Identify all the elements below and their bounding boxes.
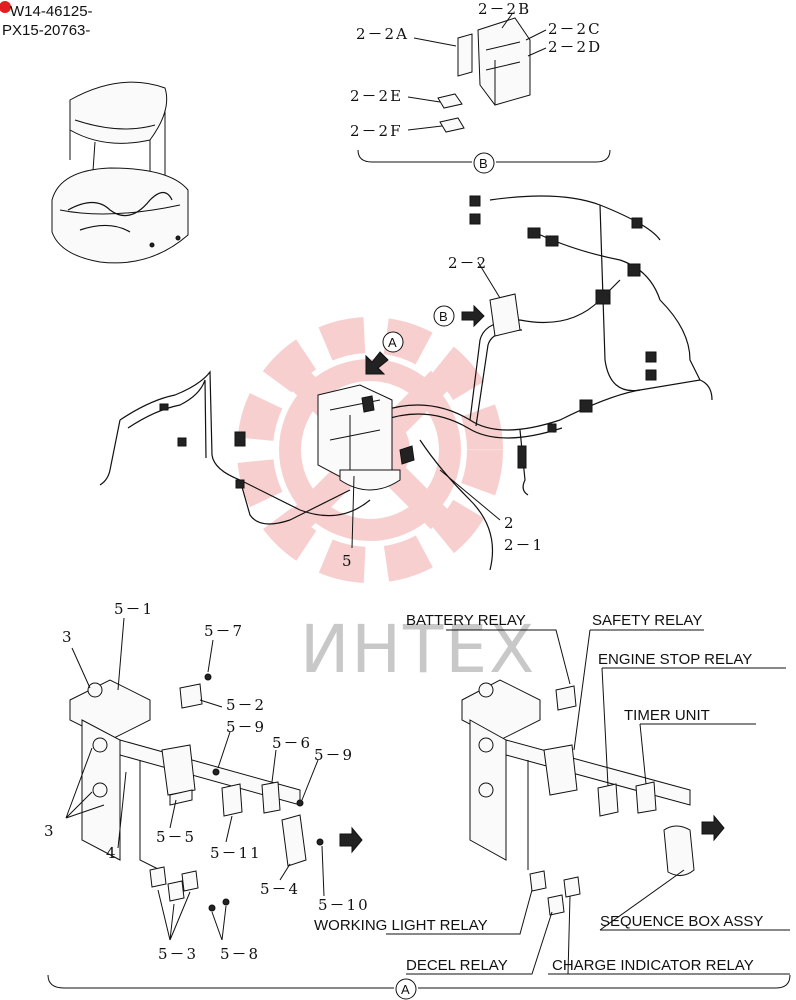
callout-5-7: 5－7	[204, 622, 244, 640]
circle-b-upper-label: B	[479, 156, 488, 171]
callout-4: 4	[106, 844, 118, 862]
callout-2-2c: 2－2C	[548, 20, 602, 38]
callout-5-2: 5－2	[226, 696, 266, 714]
leader-5-11	[225, 815, 233, 843]
circle-b-arrow-label: B	[439, 309, 448, 324]
leader-battery	[446, 629, 571, 685]
battery-relay-label: BATTERY RELAY	[406, 612, 526, 629]
leader-2-2f	[407, 125, 443, 131]
working-light-relay-label: WORKING LIGHT RELAY	[314, 917, 488, 934]
timer-unit-label: TIMER UNIT	[624, 707, 710, 724]
callout-2-2e: 2－2E	[350, 87, 403, 105]
serial-1: W14-46125-	[10, 3, 93, 20]
callout-5-1: 5－1	[114, 600, 154, 618]
circle-a-bottom	[395, 978, 417, 1000]
leader-5-4	[279, 863, 291, 881]
callout-3-left: 3	[44, 822, 56, 840]
leader-2-2d	[527, 47, 547, 57]
arrow-right-detail-icon	[701, 814, 725, 842]
leader-2-2e	[407, 96, 441, 103]
bracket-a-right	[418, 974, 791, 989]
charge-indicator-relay-label: CHARGE INDICATOR RELAY	[552, 957, 754, 974]
engine-stop-relay-label: ENGINE STOP RELAY	[598, 651, 752, 668]
circle-a-bottom-label: A	[401, 982, 410, 997]
callout-5-9b: 5－9	[314, 746, 354, 764]
leader-timer	[639, 723, 756, 785]
circle-a-arrow-label: A	[388, 335, 397, 350]
leader-sequence	[599, 869, 790, 931]
leader-charge	[548, 895, 790, 975]
leader-5-7	[207, 639, 214, 673]
leader-5	[351, 475, 355, 549]
leader-decel	[406, 911, 553, 975]
relay-bracket-left	[69, 673, 324, 912]
circle-b-upper	[473, 152, 495, 174]
callout-2-1: 2－1	[504, 536, 544, 554]
leader-5-1	[117, 617, 125, 691]
arrow-b-icon	[461, 304, 485, 328]
callout-2: 2	[504, 514, 516, 532]
leader-5-3	[157, 889, 191, 941]
callout-5-8: 5－8	[220, 945, 260, 963]
callout-5-10: 5－10	[318, 896, 370, 914]
leader-3-top	[71, 647, 91, 689]
serial-2: PX15-20763-	[2, 22, 90, 39]
leader-2-2a	[413, 37, 457, 47]
leader-working-light	[386, 889, 533, 935]
callout-2-2d: 2－2D	[548, 38, 602, 56]
callout-2-2f: 2－2F	[350, 122, 403, 140]
leader-5-5	[169, 799, 177, 829]
callout-2-2: 2－2	[448, 254, 488, 272]
leader-5-2	[199, 699, 223, 708]
leader-safety	[573, 629, 704, 751]
callout-5-11: 5－11	[210, 844, 262, 862]
leader-2-2c	[525, 29, 547, 41]
main-harness	[99, 195, 713, 571]
relay-bracket-right	[461, 679, 695, 916]
callout-2-2b: 2－2B	[478, 0, 531, 18]
callout-5-5: 5－5	[156, 828, 196, 846]
leader-engine-stop	[601, 667, 786, 787]
safety-relay-label: SAFETY RELAY	[592, 612, 702, 629]
leader-2	[439, 469, 501, 521]
callout-5: 5	[342, 552, 354, 570]
callout-3-top: 3	[62, 628, 74, 646]
arrow-left-detail-icon	[339, 826, 363, 854]
callout-2-2a: 2－2A	[356, 25, 409, 43]
leader-5-10	[321, 845, 325, 897]
connectors	[159, 195, 657, 489]
decel-relay-label: DECEL RELAY	[406, 957, 508, 974]
bracket-a-left	[47, 974, 394, 989]
circle-a-arrow	[382, 331, 404, 353]
leader-5-9b	[301, 759, 319, 801]
controller-bracket	[317, 384, 415, 491]
sequence-box-label: SEQUENCE BOX ASSY	[600, 913, 763, 930]
leader-3-left	[65, 747, 105, 819]
leader-5-9a	[217, 731, 231, 769]
circle-b-arrow	[433, 305, 455, 327]
leader-2-2	[477, 261, 501, 299]
leader-2-2b	[501, 13, 513, 29]
watermark-text: ИНТЕХ	[300, 611, 536, 688]
arrow-a-icon	[365, 351, 389, 375]
leader-5-8	[211, 905, 227, 941]
red-marker-icon	[0, 1, 11, 13]
callout-5-4: 5－4	[260, 880, 300, 898]
callout-5-3: 5－3	[158, 945, 198, 963]
leader-4	[117, 771, 127, 849]
detail-b	[357, 17, 611, 163]
machine-thumbnail	[51, 81, 189, 264]
leader-5-6	[271, 749, 277, 783]
callout-5-9a: 5－9	[226, 718, 266, 736]
callout-5-6: 5－6	[272, 734, 312, 752]
